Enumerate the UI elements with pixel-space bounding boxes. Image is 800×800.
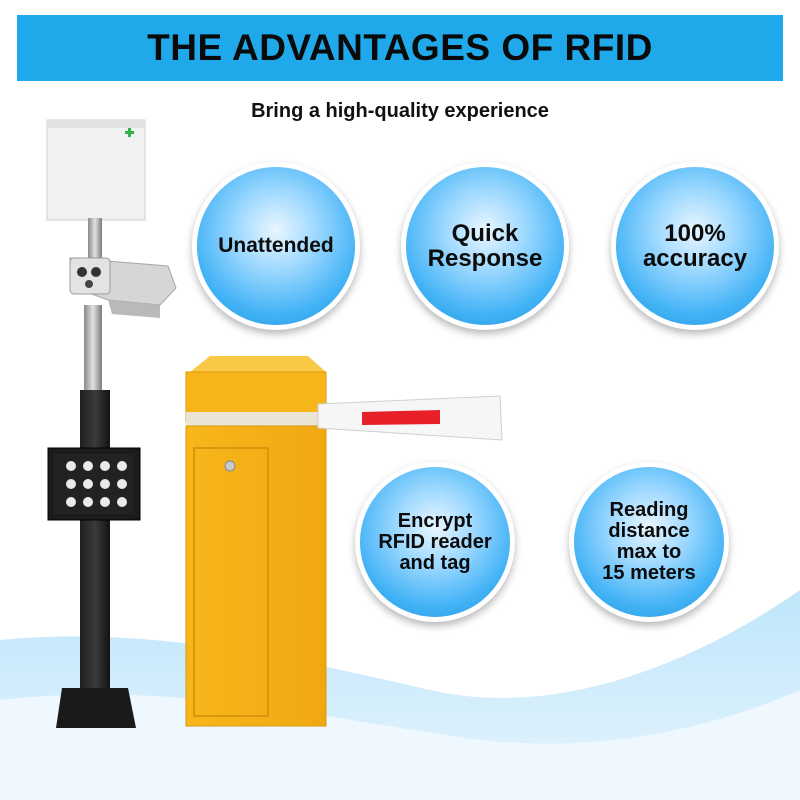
subtitle: Bring a high-quality experience	[251, 100, 549, 122]
feature-label: 100% accuracy	[642, 219, 748, 272]
rfid-pole-icon	[46, 119, 177, 728]
barrier-gate-icon	[185, 356, 503, 727]
feature-bubble-accuracy: 100% accuracy	[616, 167, 774, 325]
feature-label: Reading distance max to 15 meters	[602, 499, 696, 584]
feature-bubble-reading-distance: Reading distance max to 15 meters	[574, 467, 724, 617]
feature-label: Encrypt RFID reader and tag	[378, 509, 492, 574]
green-cross-icon	[125, 128, 134, 137]
camera-icon	[69, 257, 177, 318]
feature-label: Unattended	[218, 233, 334, 257]
boom-arm	[317, 395, 503, 441]
feature-label: Quick Response	[427, 219, 543, 272]
page-title: THE ADVANTAGES OF RFID	[147, 27, 653, 68]
title-banner: THE ADVANTAGES OF RFID	[17, 15, 783, 81]
feature-bubble-quick-response: Quick Response	[406, 167, 564, 325]
keypad-buttons	[66, 461, 127, 507]
feature-bubble-encrypt: Encrypt RFID reader and tag	[360, 467, 510, 617]
feature-bubble-unattended: Unattended	[197, 167, 355, 325]
